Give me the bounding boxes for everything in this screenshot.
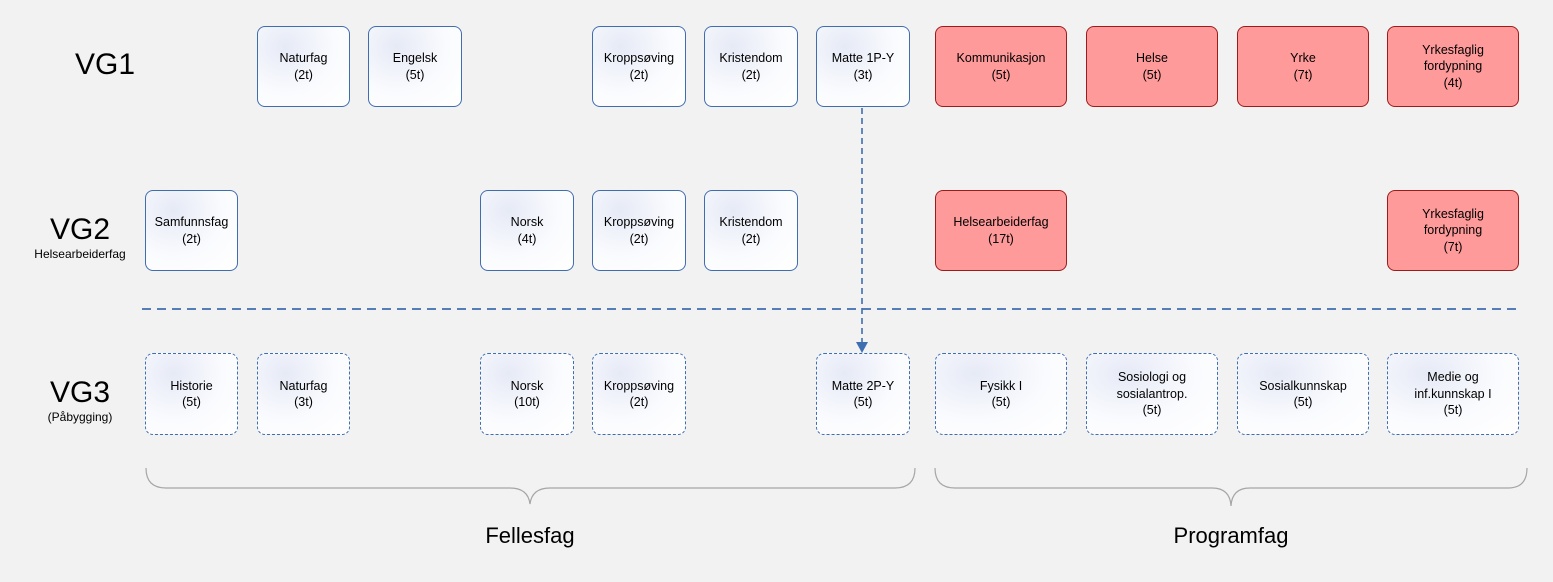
subject-name: Kristendom	[719, 51, 783, 65]
subject-name-line2: inf.kunnskap I	[1414, 386, 1492, 401]
subject-name: Kommunikasjon	[956, 51, 1046, 65]
subject-box-vg1-kristendom: Kristendom (2t)	[704, 26, 798, 107]
subject-name: Helse	[1136, 51, 1168, 65]
row-label-vg1: VG1	[30, 50, 180, 80]
subject-hours: (2t)	[629, 395, 649, 409]
subject-name: Naturfag	[279, 378, 328, 393]
subject-name: Norsk	[510, 378, 544, 393]
subject-box-vg2-kristendom: Kristendom (2t)	[704, 190, 798, 271]
subject-name-line2: sosialantrop.	[1116, 386, 1188, 401]
subject-name: Kroppsøving	[603, 215, 675, 229]
row-label-vg2-title: VG2	[49, 213, 111, 246]
subject-box-vg2-yrkesfaglig-fordypning: Yrkesfaglig fordypning (7t)	[1387, 190, 1519, 271]
subject-name: Kroppsøving	[603, 51, 675, 65]
subject-hours: (10t)	[514, 395, 540, 409]
subject-hours: (5t)	[182, 395, 201, 409]
subject-box-vg3-matte: Matte 2P-Y (5t)	[816, 353, 910, 435]
subject-box-vg3-medie: Medie og inf.kunnskap I (5t)	[1387, 353, 1519, 435]
subject-box-vg1-matte: Matte 1P-Y (3t)	[816, 26, 910, 107]
subject-hours: (4t)	[1443, 75, 1463, 90]
subject-box-vg3-sosiologi: Sosiologi og sosialantrop. (5t)	[1086, 353, 1218, 435]
subject-hours: (4t)	[517, 231, 537, 246]
subject-hours: (3t)	[853, 67, 873, 82]
subject-name-line1: Yrkesfaglig	[1422, 42, 1484, 57]
subject-hours: (2t)	[741, 67, 761, 82]
subject-name: Sosialkunnskap	[1259, 378, 1347, 393]
subject-hours: (2t)	[294, 67, 313, 82]
subject-box-vg3-historie: Historie (5t)	[145, 353, 238, 435]
subject-name-line2: fordypning	[1423, 59, 1483, 74]
row-label-vg2-subtitle: Helsearbeiderfag	[34, 247, 126, 261]
subject-hours: (7t)	[1293, 67, 1313, 82]
subject-box-vg2-kroppsoving: Kroppsøving (2t)	[592, 190, 686, 271]
subject-box-vg2-samfunnsfag: Samfunnsfag (2t)	[145, 190, 238, 271]
subject-name: Yrke	[1290, 51, 1316, 65]
subject-name-line2: fordypning	[1423, 223, 1483, 238]
subject-hours: (3t)	[294, 395, 313, 409]
subject-hours: (5t)	[1293, 395, 1313, 409]
fellesfag-brace	[145, 467, 916, 505]
subject-hours: (5t)	[405, 67, 425, 82]
subject-box-vg2-helsearbeiderfag: Helsearbeiderfag (17t)	[935, 190, 1067, 271]
subject-name: Samfunnsfag	[154, 215, 229, 229]
subject-hours: (7t)	[1443, 239, 1463, 254]
row-label-vg3: VG3 (Påbygging)	[5, 376, 155, 425]
subject-box-vg1-kroppsoving: Kroppsøving (2t)	[592, 26, 686, 107]
subject-box-vg3-kroppsoving: Kroppsøving (2t)	[592, 353, 686, 435]
subject-name-line1: Medie og	[1427, 370, 1479, 385]
subject-box-vg1-kommunikasjon: Kommunikasjon (5t)	[935, 26, 1067, 107]
subject-name: Matte 1P-Y	[831, 51, 895, 65]
subject-box-vg1-helse: Helse (5t)	[1086, 26, 1218, 107]
subject-hours: (5t)	[1443, 403, 1463, 418]
subject-name: Matte 2P-Y	[831, 378, 895, 393]
subject-name: Naturfag	[279, 51, 328, 65]
subject-name-line1: Yrkesfaglig	[1422, 206, 1484, 221]
row-label-vg3-subtitle: (Påbygging)	[47, 410, 113, 424]
subject-name: Helsearbeiderfag	[953, 215, 1049, 229]
subject-name: Kristendom	[719, 215, 783, 229]
subject-name: Historie	[170, 378, 213, 393]
subject-hours: (5t)	[1142, 403, 1162, 418]
group-label-programfag: Programfag	[1173, 523, 1289, 548]
subject-hours: (5t)	[1142, 67, 1162, 82]
subject-hours: (2t)	[182, 231, 201, 246]
subject-hours: (5t)	[853, 395, 873, 409]
subject-name: Engelsk	[392, 51, 438, 65]
subject-hours: (2t)	[629, 67, 649, 82]
subject-box-vg2-norsk: Norsk (4t)	[480, 190, 574, 271]
subject-box-vg3-fysikk: Fysikk I (5t)	[935, 353, 1067, 435]
group-label-fellesfag: Fellesfag	[485, 523, 575, 548]
subject-hours: (2t)	[629, 231, 649, 246]
subject-name: Norsk	[510, 215, 544, 229]
subject-hours: (17t)	[988, 231, 1014, 246]
subject-box-vg3-norsk: Norsk (10t)	[480, 353, 574, 435]
matte-progression-arrow-head	[856, 342, 868, 353]
subject-box-vg1-yrke: Yrke (7t)	[1237, 26, 1369, 107]
row-label-vg3-title: VG3	[49, 376, 111, 409]
subject-hours: (5t)	[991, 395, 1011, 409]
subject-name: Fysikk I	[979, 378, 1023, 393]
subject-box-vg1-yrkesfaglig-fordypning: Yrkesfaglig fordypning (4t)	[1387, 26, 1519, 107]
subject-hours: (5t)	[991, 67, 1011, 82]
row-label-vg1-title: VG1	[74, 48, 136, 81]
subject-box-vg3-naturfag: Naturfag (3t)	[257, 353, 350, 435]
subject-name: Kroppsøving	[603, 378, 675, 393]
subject-box-vg3-sosialkunnskap: Sosialkunnskap (5t)	[1237, 353, 1369, 435]
programfag-brace	[934, 467, 1528, 507]
subject-name-line1: Sosiologi og	[1117, 370, 1187, 385]
subject-box-vg1-naturfag: Naturfag (2t)	[257, 26, 350, 107]
subject-hours: (2t)	[741, 231, 761, 246]
row-label-vg2: VG2 Helsearbeiderfag	[5, 213, 155, 262]
subject-box-vg1-engelsk: Engelsk (5t)	[368, 26, 462, 107]
